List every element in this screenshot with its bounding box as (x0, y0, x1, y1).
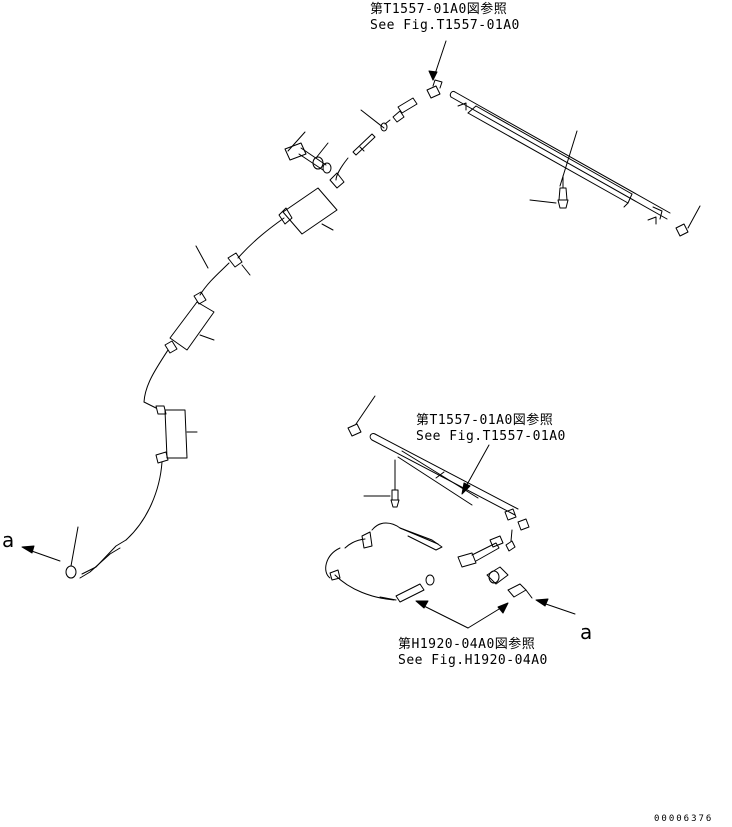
drawing-code: 00006376 (654, 814, 714, 824)
top-ref-label-ja: 第T1557-01A0図参照 (370, 2, 508, 17)
lower-tube-assembly (347, 395, 530, 531)
upper-tube-assembly (426, 40, 701, 237)
top-ref-label-en: See Fig.T1557-01A0 (370, 18, 520, 33)
middle-ref-label-ja: 第T1557-01A0図参照 (416, 413, 554, 428)
hose-line (21, 97, 418, 579)
bottom-ref-label-en: See Fig.H1920-04A0 (398, 653, 548, 668)
lower-hose-assembly (325, 522, 576, 629)
middle-ref-label-en: See Fig.T1557-01A0 (416, 429, 566, 444)
bottom-ref-label-ja: 第H1920-04A0図参照 (398, 637, 536, 652)
connection-mark-left: a (2, 528, 15, 552)
connection-mark-right: a (580, 620, 593, 644)
